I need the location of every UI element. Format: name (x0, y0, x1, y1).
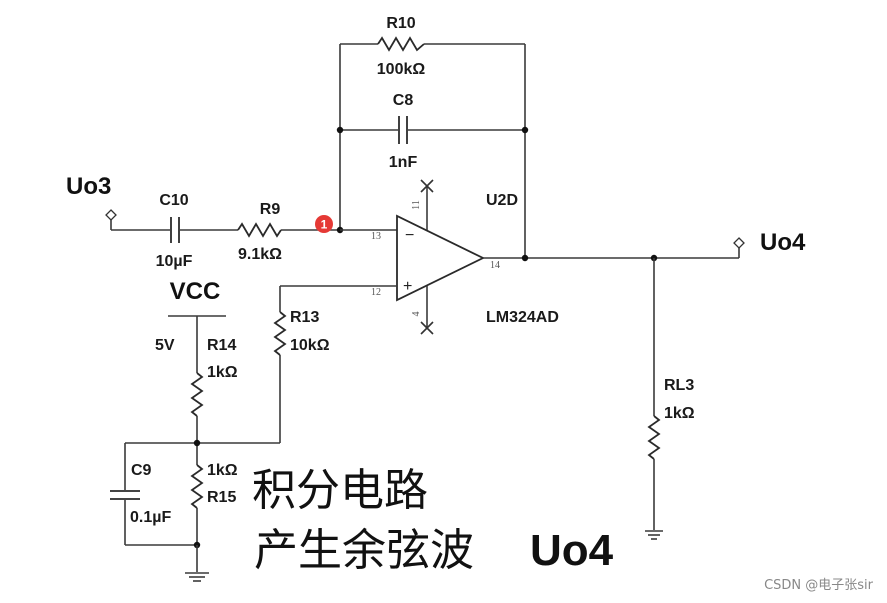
opamp-noninv-sign: + (403, 278, 412, 295)
vcc-voltage-label: 5V (155, 337, 175, 354)
resistor-r13-symbol (273, 311, 287, 356)
opamp-part-label: LM324AD (486, 309, 559, 326)
input-terminal-icon[interactable] (105, 209, 117, 221)
r10-value-label: 100kΩ (377, 61, 426, 78)
input-terminal-label: Uo3 (66, 173, 111, 200)
resistor-r15-symbol (190, 464, 204, 509)
opamp-ref-label: U2D (486, 192, 518, 209)
r14-value-label: 1kΩ (207, 364, 238, 381)
watermark: CSDN @电子张sir (764, 578, 874, 593)
pin-13-label: 13 (371, 231, 381, 242)
no-connect-x-icon (420, 179, 434, 193)
input-network: Uo3 C10 10µF R9 9.1kΩ 1 (66, 173, 344, 270)
bias-network: VCC 5V R14 1kΩ R13 10kΩ 1kΩ R15 C9 0.1µF (110, 278, 397, 582)
resistor-r10-symbol (377, 36, 425, 52)
rl3-ref-label: RL3 (664, 377, 694, 394)
c8-value-label: 1nF (389, 154, 418, 171)
marker-badge-number: 1 (321, 218, 328, 232)
r9-value-label: 9.1kΩ (238, 246, 282, 263)
r9-ref-label: R9 (260, 201, 281, 218)
resistor-rl3-symbol (647, 415, 661, 460)
junction-dot (521, 126, 529, 134)
resistor-r14-symbol (190, 372, 204, 417)
junction-dot (336, 126, 344, 134)
c10-ref-label: C10 (159, 192, 188, 209)
resistor-r9-symbol (237, 222, 282, 238)
annotation-line-2: 产生余弦波 Uo4 (254, 525, 614, 576)
annotation-line-1: 积分电路 (252, 465, 428, 516)
vcc-label: VCC (170, 278, 221, 305)
pin-14-label: 14 (490, 260, 500, 271)
ground-icon (185, 572, 209, 582)
feedback-network: R10 100kΩ C8 1nF (336, 15, 529, 258)
r15-value-label: 1kΩ (207, 462, 238, 479)
r13-value-label: 10kΩ (290, 337, 330, 354)
marker-badge[interactable] (315, 215, 333, 233)
opamp-triangle (396, 214, 486, 302)
annotation-line-2-signal: Uo4 (530, 526, 614, 575)
pin-4-label: 4 (411, 312, 422, 317)
rl3-value-label: 1kΩ (664, 405, 695, 422)
r13-ref-label: R13 (290, 309, 319, 326)
c9-value-label: 0.1µF (130, 509, 171, 526)
pin-11-label: 11 (411, 200, 422, 210)
output-terminal-label: Uo4 (760, 229, 806, 256)
r10-ref-label: R10 (386, 15, 415, 32)
c9-ref-label: C9 (131, 462, 152, 479)
junction-dot (521, 254, 529, 262)
r15-ref-label: R15 (207, 489, 236, 506)
opamp-inv-sign: − (405, 227, 414, 244)
r14-ref-label: R14 (207, 337, 236, 354)
pin-12-label: 12 (371, 287, 381, 298)
annotation-line-2-text: 产生余弦波 (254, 525, 474, 576)
junction-dot (193, 439, 201, 447)
c8-ref-label: C8 (393, 92, 414, 109)
output-terminal-icon[interactable] (733, 237, 745, 249)
opamp-u2d: − + 13 12 14 11 4 U2D LM324AD (340, 179, 739, 335)
output-network: Uo4 RL3 1kΩ (645, 229, 806, 540)
c10-value-label: 10µF (156, 253, 193, 270)
no-connect-x-icon (420, 321, 434, 335)
ground-icon (645, 530, 663, 540)
